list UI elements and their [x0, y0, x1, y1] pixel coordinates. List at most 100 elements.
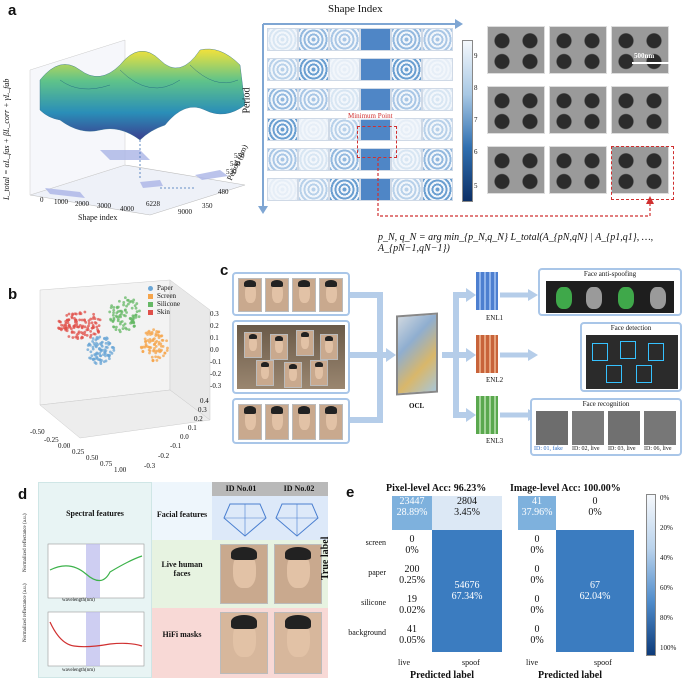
scatter-point	[91, 340, 95, 343]
pattern-tile	[422, 148, 453, 171]
scatter-point	[114, 328, 118, 332]
b-ax1-tick: 0.25	[72, 448, 85, 456]
scatter-point	[67, 335, 71, 338]
colorbar-tick: 5	[474, 182, 478, 190]
scatter-point	[130, 306, 134, 310]
panel-d-label: d	[18, 486, 28, 503]
cm-count: 41	[532, 496, 542, 507]
face-image	[292, 404, 316, 440]
cm-pct: 3.45%	[454, 507, 480, 518]
scatter-point	[109, 306, 113, 310]
detection-image	[586, 335, 678, 389]
scatter-point	[66, 326, 69, 330]
scatter-point	[81, 324, 85, 328]
face-image	[238, 404, 262, 440]
scatter-point	[80, 318, 84, 322]
legend-marker	[148, 301, 153, 307]
scatter-point	[107, 354, 111, 358]
legend-label: Screen	[157, 292, 177, 300]
scatter-point	[131, 316, 134, 320]
scatter-point	[115, 305, 119, 309]
predicted-label-left: Predicted label	[410, 670, 474, 681]
face-image	[256, 360, 274, 386]
y-tick: 480	[218, 188, 229, 196]
scatter-point	[152, 349, 155, 353]
scatter-point	[91, 345, 95, 349]
pattern-tile	[298, 58, 329, 81]
legend: Paper Screen Silicone Skin	[148, 284, 180, 316]
minimum-point-label: Minimum Point	[346, 112, 395, 120]
x-tick: 3000	[97, 202, 111, 210]
scatter-point	[92, 342, 96, 345]
scatter-point	[148, 351, 151, 355]
input-group-photo	[232, 320, 350, 394]
scatter-point	[141, 350, 145, 353]
scatter-point	[91, 317, 95, 320]
scatter-point	[98, 354, 102, 358]
pattern-tile	[329, 88, 360, 111]
scatter-point	[96, 336, 100, 340]
scatter-point	[83, 310, 87, 314]
grid-arrows	[258, 19, 463, 214]
scatter-point	[67, 324, 71, 328]
scatter-point	[112, 346, 116, 350]
scatter-point	[157, 336, 161, 340]
scatter-point	[118, 313, 122, 317]
cm-pct: 0.02%	[399, 605, 425, 616]
b-ax1-tick: 0.75	[100, 460, 113, 468]
scatter-point	[143, 337, 147, 341]
scatter-point	[151, 338, 155, 341]
scatter-point	[78, 318, 82, 322]
scatter-point	[65, 314, 69, 317]
scatter-point	[60, 323, 63, 327]
nir-faces-image	[546, 281, 674, 313]
spectral-xaxis-top: wavelength(nm)	[62, 598, 95, 603]
scatter-point	[154, 341, 157, 344]
scatter-point	[162, 354, 165, 358]
pattern-tile	[267, 148, 298, 171]
mask-face-image	[220, 612, 268, 674]
scatter-point	[131, 314, 135, 318]
fake-face-highlight	[556, 287, 572, 309]
scatter-point	[132, 324, 136, 328]
cm-pct: 0%	[530, 605, 544, 616]
pixel-acc-title: Pixel-level Acc: 96.23%	[386, 483, 487, 494]
cm-count: 200	[404, 564, 420, 575]
cm-pct: 28.89%	[396, 507, 428, 518]
scatter-point	[144, 340, 148, 344]
cm-pct: 37.96%	[521, 507, 553, 518]
scatter-point	[125, 311, 129, 314]
scatter-point	[131, 300, 135, 304]
recog-face-image	[536, 411, 568, 445]
scatter-point	[74, 318, 78, 322]
recog-face-image	[608, 411, 640, 445]
face-image	[296, 330, 314, 356]
scatter-point	[165, 339, 168, 343]
x-tick: 1000	[54, 198, 68, 206]
predicted-label-right: Predicted label	[538, 670, 602, 681]
scatter-point	[96, 317, 100, 321]
scatter-point	[160, 338, 164, 342]
scatter-point	[128, 316, 132, 320]
scatter-point	[83, 318, 86, 322]
feedback-loop-arrows	[377, 158, 654, 217]
x-tick: 2000	[75, 200, 89, 208]
b-ax3-tick: 0.0	[210, 346, 219, 354]
cm-count: 0	[409, 534, 415, 545]
sem-image	[487, 146, 545, 194]
selected-sem-box	[611, 146, 674, 200]
b-ax1-tick: 0.50	[86, 454, 99, 462]
pattern-tile	[267, 178, 298, 201]
id-header-bar	[212, 482, 328, 496]
scatter-3d-plot	[39, 279, 211, 439]
scatter-point	[163, 351, 167, 355]
cm-colorbar-tick: 0%	[660, 494, 670, 502]
legend-marker	[148, 309, 153, 315]
scatter-point	[120, 320, 124, 323]
cm-count: 0	[534, 564, 540, 575]
pattern-tile	[422, 58, 453, 81]
scatter-point	[122, 303, 125, 307]
